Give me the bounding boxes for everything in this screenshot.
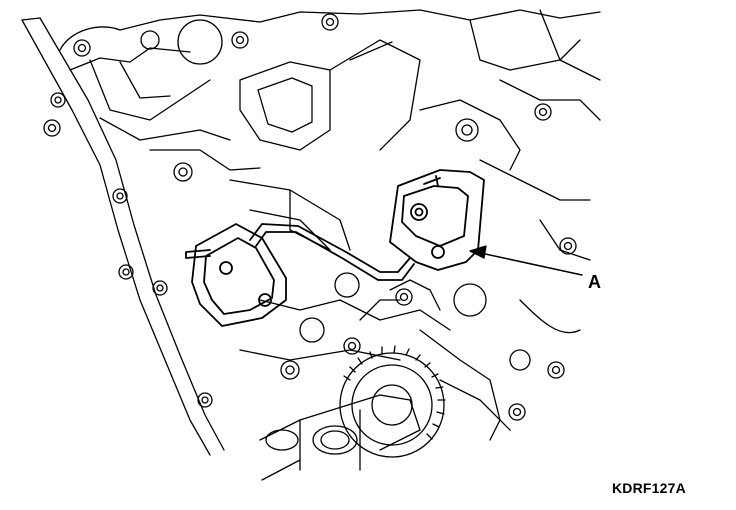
cover-bolts [50,92,213,408]
gear-sprocket [339,345,446,458]
timing-cover-edge [21,17,225,456]
callout-arrow [469,245,583,276]
figure-id: KDRF127A [612,480,686,496]
central-bracket [229,13,421,251]
callout-label: A [588,272,601,292]
component-a-left-flange [191,223,287,327]
component-a-right-flange [389,169,485,271]
mid-castings [239,272,565,441]
upper-housing [43,9,601,182]
component-a-tube [249,223,411,273]
crank-shaft [259,394,421,481]
component-a [185,169,485,327]
right-housing [419,9,601,334]
